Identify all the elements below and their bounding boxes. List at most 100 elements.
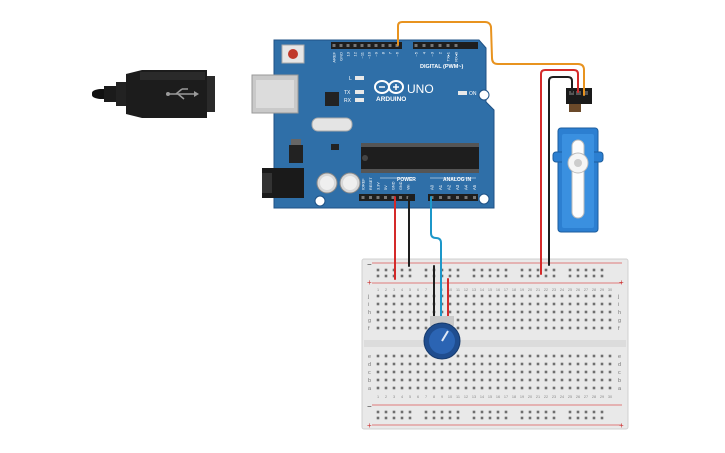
rail-hole[interactable] [592,274,596,278]
rail-hole[interactable] [536,268,540,272]
digital-pin-hole[interactable] [353,44,357,47]
rail-hole[interactable] [392,410,396,414]
terminal-hole[interactable] [552,326,556,330]
terminal-hole[interactable] [416,302,420,306]
rail-hole[interactable] [472,268,476,272]
servo-motor-icon[interactable] [552,88,604,233]
terminal-hole[interactable] [392,294,396,298]
terminal-hole[interactable] [496,326,500,330]
terminal-hole[interactable] [592,386,596,390]
digital-pin-hole[interactable] [367,44,371,47]
rail-hole[interactable] [480,274,484,278]
terminal-hole[interactable] [600,302,604,306]
digital-pin-hole[interactable] [446,44,450,47]
rail-hole[interactable] [384,416,388,420]
terminal-hole[interactable] [456,362,460,366]
terminal-hole[interactable] [528,362,532,366]
terminal-hole[interactable] [520,362,524,366]
terminal-hole[interactable] [448,362,452,366]
terminal-hole[interactable] [424,318,428,322]
terminal-hole[interactable] [448,294,452,298]
terminal-hole[interactable] [384,362,388,366]
terminal-hole[interactable] [488,378,492,382]
terminal-hole[interactable] [592,354,596,358]
terminal-hole[interactable] [432,370,436,374]
terminal-hole[interactable] [528,386,532,390]
rail-hole[interactable] [584,416,588,420]
terminal-hole[interactable] [440,378,444,382]
terminal-hole[interactable] [480,310,484,314]
terminal-hole[interactable] [592,370,596,374]
terminal-hole[interactable] [528,326,532,330]
terminal-hole[interactable] [560,354,564,358]
rail-hole[interactable] [496,410,500,414]
terminal-hole[interactable] [416,326,420,330]
terminal-hole[interactable] [480,326,484,330]
terminal-hole[interactable] [480,378,484,382]
rail-hole[interactable] [568,410,572,414]
terminal-hole[interactable] [464,386,468,390]
terminal-hole[interactable] [480,294,484,298]
terminal-hole[interactable] [456,294,460,298]
terminal-hole[interactable] [552,302,556,306]
rail-hole[interactable] [440,416,444,420]
terminal-hole[interactable] [568,378,572,382]
terminal-hole[interactable] [528,318,532,322]
terminal-hole[interactable] [440,370,444,374]
terminal-hole[interactable] [584,310,588,314]
terminal-hole[interactable] [424,378,428,382]
terminal-hole[interactable] [512,354,516,358]
terminal-hole[interactable] [408,310,412,314]
terminal-hole[interactable] [568,354,572,358]
terminal-hole[interactable] [576,378,580,382]
rail-hole[interactable] [592,410,596,414]
terminal-hole[interactable] [464,362,468,366]
terminal-hole[interactable] [584,378,588,382]
terminal-hole[interactable] [376,326,380,330]
terminal-hole[interactable] [472,302,476,306]
rail-hole[interactable] [584,274,588,278]
terminal-hole[interactable] [400,302,404,306]
terminal-hole[interactable] [536,378,540,382]
rail-hole[interactable] [552,268,556,272]
terminal-hole[interactable] [392,354,396,358]
terminal-hole[interactable] [472,318,476,322]
terminal-hole[interactable] [472,310,476,314]
terminal-hole[interactable] [560,326,564,330]
terminal-hole[interactable] [584,386,588,390]
terminal-hole[interactable] [584,302,588,306]
terminal-hole[interactable] [392,386,396,390]
rail-hole[interactable] [488,268,492,272]
terminal-hole[interactable] [496,354,500,358]
terminal-hole[interactable] [400,362,404,366]
rail-hole[interactable] [528,274,532,278]
terminal-hole[interactable] [552,354,556,358]
terminal-hole[interactable] [560,310,564,314]
terminal-hole[interactable] [544,378,548,382]
terminal-hole[interactable] [520,378,524,382]
terminal-hole[interactable] [592,318,596,322]
terminal-hole[interactable] [512,318,516,322]
terminal-hole[interactable] [544,370,548,374]
terminal-hole[interactable] [408,318,412,322]
rail-hole[interactable] [448,274,452,278]
terminal-hole[interactable] [416,378,420,382]
terminal-hole[interactable] [384,354,388,358]
terminal-hole[interactable] [600,294,604,298]
rail-hole[interactable] [488,416,492,420]
terminal-hole[interactable] [568,326,572,330]
terminal-hole[interactable] [400,378,404,382]
power-pin-hole[interactable] [376,196,380,199]
terminal-hole[interactable] [400,370,404,374]
terminal-hole[interactable] [552,378,556,382]
terminal-hole[interactable] [592,378,596,382]
digital-pin-hole[interactable] [374,44,378,47]
rail-hole[interactable] [400,416,404,420]
terminal-hole[interactable] [552,362,556,366]
rail-hole[interactable] [520,274,524,278]
terminal-hole[interactable] [472,294,476,298]
rail-hole[interactable] [520,416,524,420]
terminal-hole[interactable] [560,318,564,322]
terminal-hole[interactable] [552,386,556,390]
terminal-hole[interactable] [472,354,476,358]
